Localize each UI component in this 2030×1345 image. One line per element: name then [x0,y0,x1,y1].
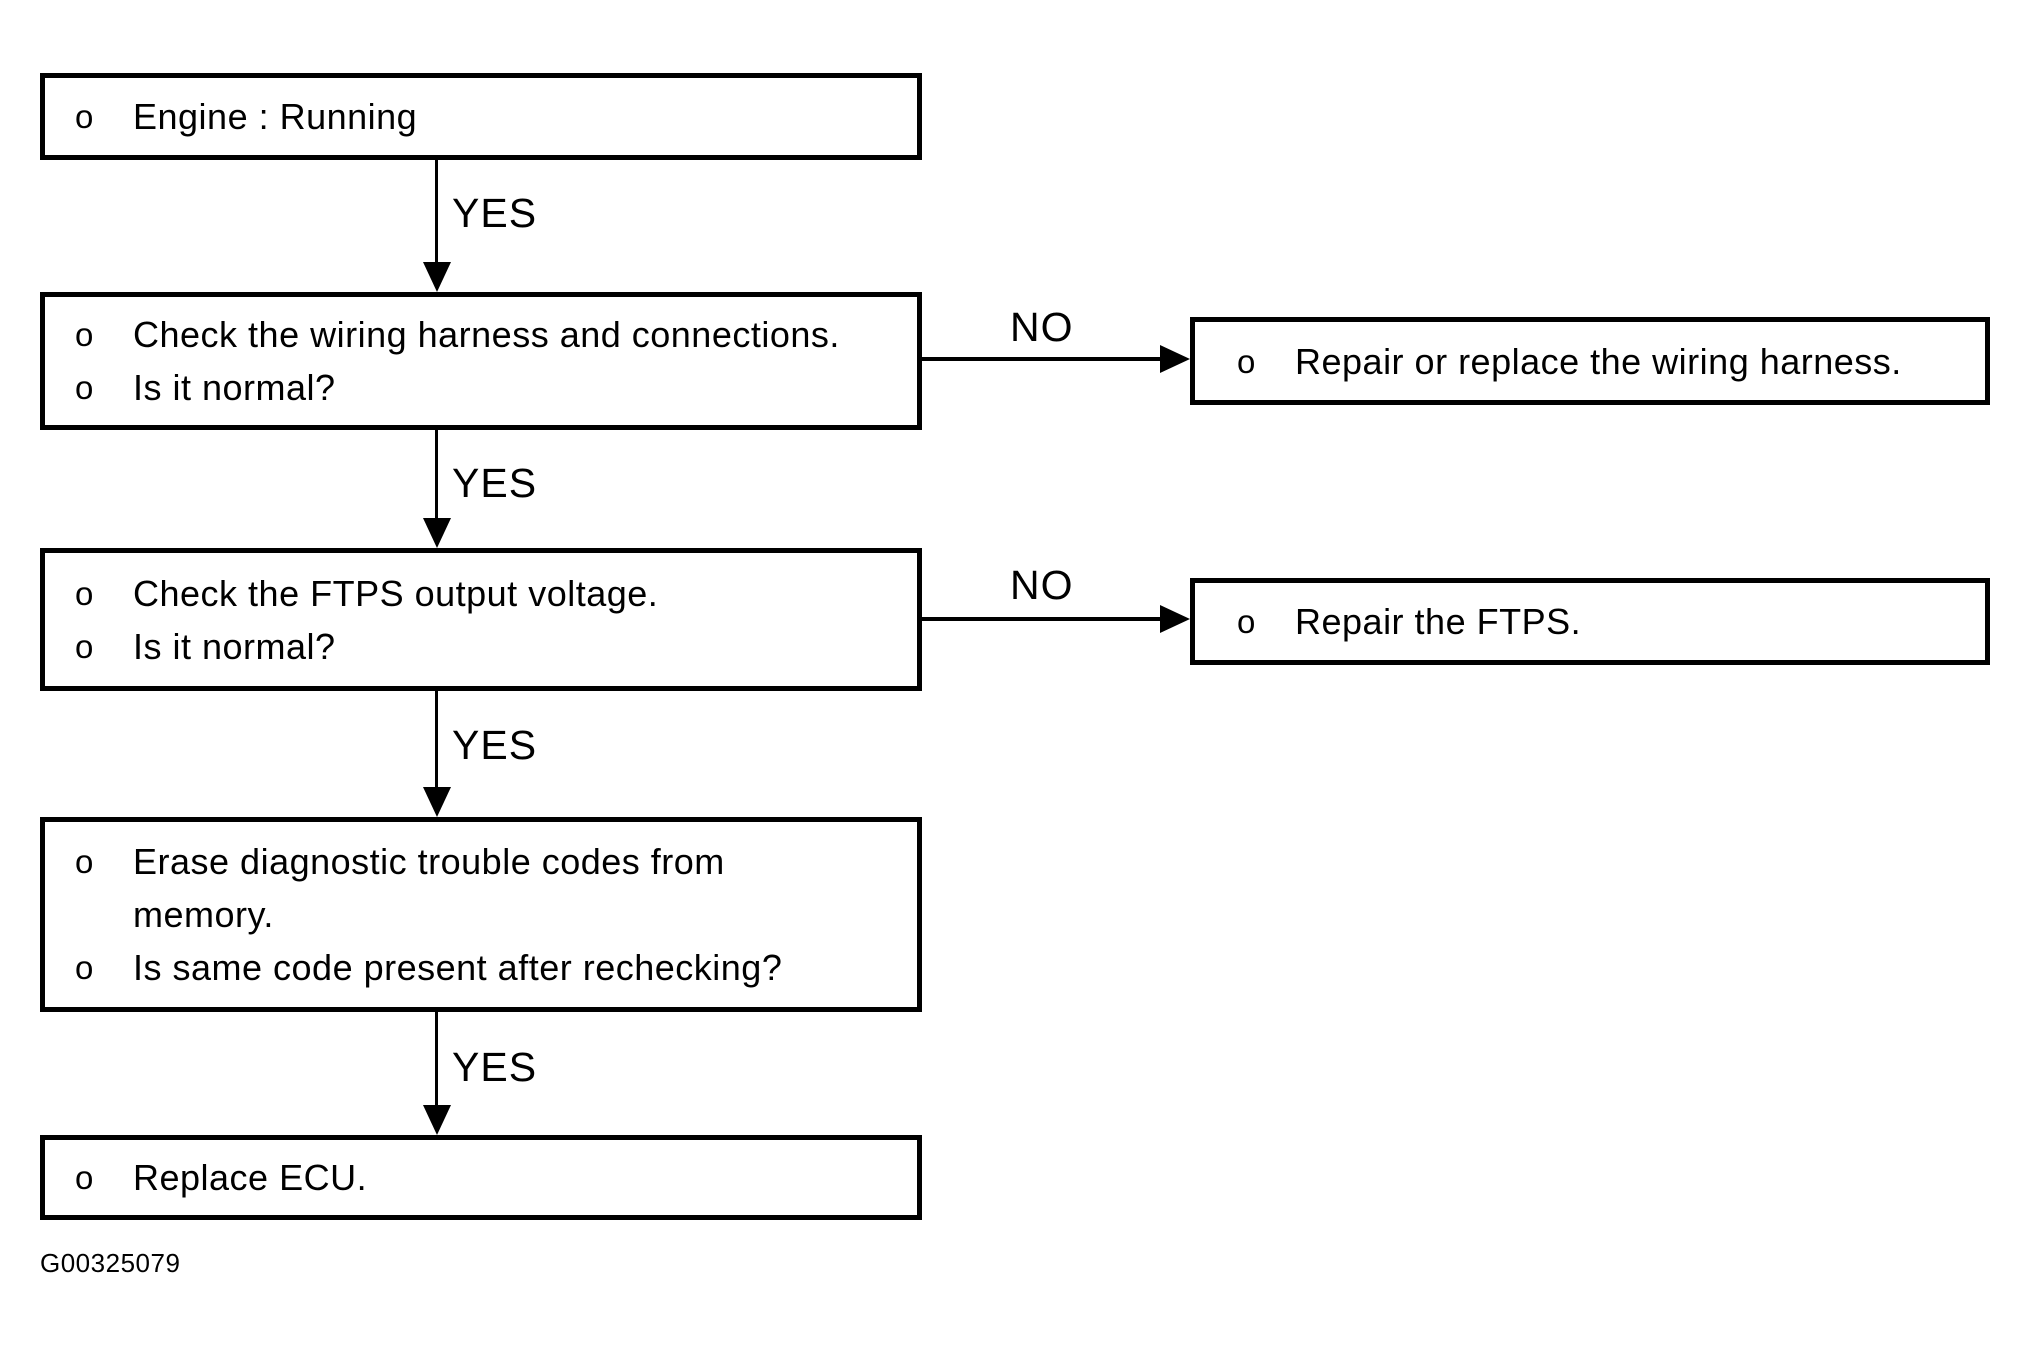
bullet-marker: o [75,843,94,880]
arrowhead-right-icon [1160,605,1190,633]
node-line: o Is same code present after rechecking? [75,941,909,994]
edge-label-yes-1: YES [452,190,538,236]
figure-code: G00325079 [40,1248,181,1278]
bullet-marker: o [75,949,94,986]
arrowhead-right-icon [1160,345,1190,373]
edge-label-yes-2: YES [452,460,538,506]
node-line: o Repair or replace the wiring harness. [1237,335,1977,388]
node-line: o Repair the FTPS. [1237,595,1977,648]
node-text: Is same code present after rechecking? [133,947,783,988]
node-text: Is it normal? [133,625,336,667]
edge-line-right-1 [922,357,1160,361]
node-line: o Check the FTPS output voltage. [75,567,909,620]
node-text: Engine : Running [133,96,418,137]
node-text: Is it normal? [133,367,336,408]
edge-label-no-2: NO [1010,562,1074,608]
flow-node-engine-running: o Engine : Running [40,73,922,160]
flow-node-replace-ecu: o Replace ECU. [40,1135,922,1220]
flow-node-erase-codes: o Erase diagnostic trouble codes from me… [40,817,922,1012]
bullet-marker: o [75,98,94,135]
bullet-marker: o [1237,603,1256,640]
node-line: o Is it normal? [75,620,909,673]
node-line: o Check the wiring harness and connectio… [75,308,909,361]
node-text: Repair or replace the wiring harness. [1295,340,1902,382]
edge-line-down-2 [435,430,438,518]
edge-label-yes-3: YES [452,722,538,768]
edge-line-right-2 [922,617,1160,621]
arrowhead-down-icon [423,518,451,548]
node-line: o Erase diagnostic trouble codes from me… [75,835,909,941]
node-line: o Is it normal? [75,361,909,414]
bullet-marker: o [1237,342,1256,380]
flow-node-check-ftps: o Check the FTPS output voltage. o Is it… [40,548,922,691]
node-line: o Engine : Running [75,90,909,143]
arrowhead-down-icon [423,1105,451,1135]
node-text: Erase diagnostic trouble codes from memo… [133,841,725,935]
edge-label-no-1: NO [1010,304,1074,350]
arrowhead-down-icon [423,262,451,292]
edge-label-yes-4: YES [452,1044,538,1090]
edge-line-down-4 [435,1012,438,1105]
node-line: o Replace ECU. [75,1151,909,1204]
node-text: Repair the FTPS. [1295,601,1582,642]
edge-line-down-3 [435,691,438,787]
node-text: Replace ECU. [133,1157,368,1198]
flow-node-check-wiring: o Check the wiring harness and connectio… [40,292,922,430]
bullet-marker: o [75,316,94,353]
edge-line-down-1 [435,160,438,262]
bullet-marker: o [75,369,94,406]
node-text: Check the wiring harness and connections… [133,314,840,355]
flow-node-repair-ftps: o Repair the FTPS. [1190,578,1990,665]
node-text: Check the FTPS output voltage. [133,572,659,614]
arrowhead-down-icon [423,787,451,817]
bullet-marker: o [75,627,94,665]
bullet-marker: o [75,574,94,612]
bullet-marker: o [75,1159,94,1196]
flow-node-repair-wiring: o Repair or replace the wiring harness. [1190,317,1990,405]
